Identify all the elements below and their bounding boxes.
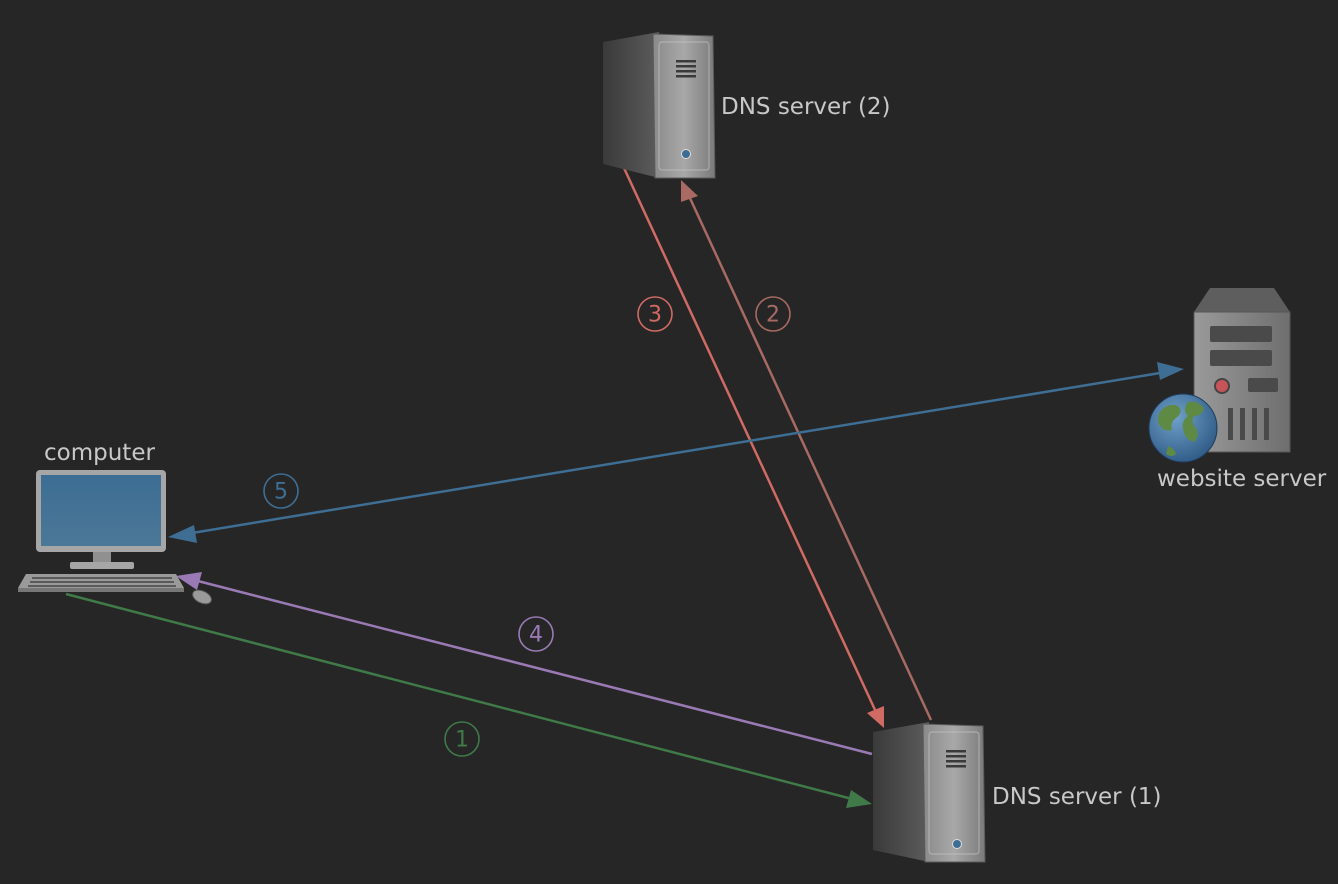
arrow-step-3 (622, 167, 884, 728)
arrow-step-1 (65, 592, 872, 808)
dns-server-2-label: DNS server (2) (721, 94, 891, 120)
dns-server-1: DNS server (1) (873, 722, 1162, 863)
computer: computer (18, 440, 212, 605)
tower-server-icon (603, 32, 716, 179)
step-marker-5: 5 (263, 473, 299, 509)
dns-server-2: DNS server (2) (603, 32, 891, 179)
arrows-layer (65, 167, 1184, 808)
arrow-step-4 (176, 572, 873, 756)
desktop-computer-icon (18, 470, 212, 605)
svg-text:4: 4 (529, 623, 543, 648)
step-marker-4: 4 (518, 616, 554, 652)
step-marker-1: 1 (444, 721, 480, 757)
website-server: website server (1148, 288, 1327, 492)
svg-text:1: 1 (455, 728, 469, 753)
step-marker-2: 2 (755, 296, 791, 332)
tower-server-icon (873, 722, 986, 863)
web-server-icon (1193, 288, 1291, 453)
globe-icon (1148, 393, 1218, 463)
arrow-step-5 (168, 362, 1184, 543)
step-marker-3: 3 (637, 296, 673, 332)
svg-text:5: 5 (274, 480, 288, 505)
computer-label: computer (44, 440, 155, 466)
dns-server-1-label: DNS server (1) (992, 784, 1162, 810)
svg-text:3: 3 (648, 303, 662, 328)
arrow-step-2 (681, 180, 933, 721)
svg-text:2: 2 (766, 303, 780, 328)
website-server-label: website server (1157, 466, 1327, 492)
